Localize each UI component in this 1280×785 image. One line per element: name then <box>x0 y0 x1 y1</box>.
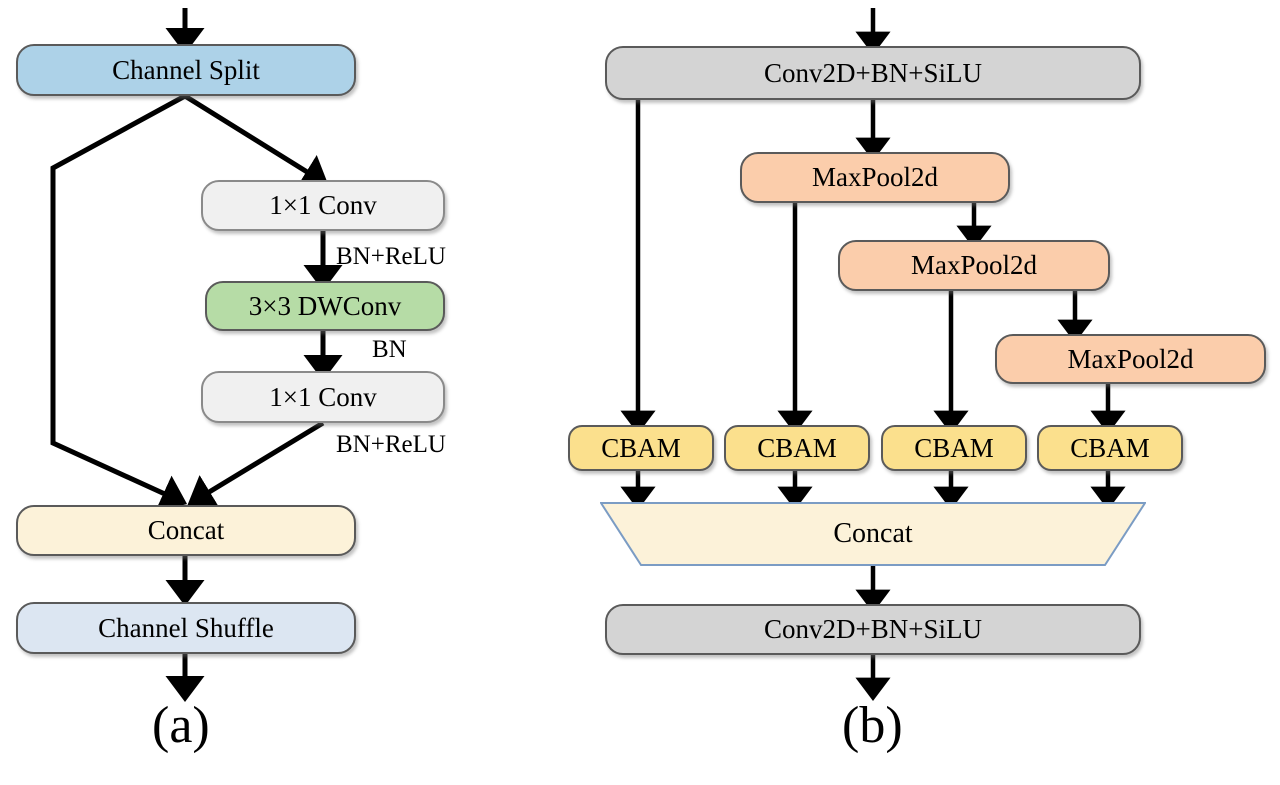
node-concat-a[interactable]: Concat <box>16 505 356 556</box>
node-conv2d-bottom[interactable]: Conv2D+BN+SiLU <box>605 604 1141 655</box>
node-concat-b-label: Concat <box>833 518 913 549</box>
node-conv1x1-bottom[interactable]: 1×1 Conv <box>201 371 445 423</box>
node-cbam-1[interactable]: CBAM <box>568 425 714 471</box>
node-maxpool2d-1-label: MaxPool2d <box>811 162 938 192</box>
node-maxpool2d-2-label: MaxPool2d <box>910 250 1037 280</box>
node-cbam-4[interactable]: CBAM <box>1037 425 1183 471</box>
node-conv1x1-top[interactable]: 1×1 Conv <box>201 180 445 231</box>
node-maxpool2d-1[interactable]: MaxPool2d <box>740 152 1010 203</box>
node-conv2d-bottom-label: Conv2D+BN+SiLU <box>764 614 982 644</box>
node-cbam-3-label: CBAM <box>914 432 994 463</box>
node-dwconv3x3-label: 3×3 DWConv <box>248 290 402 321</box>
node-conv2d-top-label: Conv2D+BN+SiLU <box>764 57 982 88</box>
node-maxpool2d-3-label: MaxPool2d <box>1067 343 1194 374</box>
edge-label-bn-1: BN <box>372 336 407 363</box>
panel-caption-a: (a) <box>152 697 210 754</box>
node-cbam-1-label: CBAM <box>601 432 681 463</box>
node-channel-split-label: Channel Split <box>112 54 260 85</box>
node-channel-shuffle[interactable]: Channel Shuffle <box>16 602 356 654</box>
node-conv1x1-top-label: 1×1 Conv <box>269 190 377 220</box>
edge-label-bn-relu-2: BN+ReLU <box>336 431 446 458</box>
node-cbam-2-label: CBAM <box>757 432 837 463</box>
node-cbam-2[interactable]: CBAM <box>724 425 870 471</box>
panel-caption-b: (b) <box>842 697 903 754</box>
node-maxpool2d-3[interactable]: MaxPool2d <box>995 334 1266 384</box>
node-concat-a-label: Concat <box>147 515 225 545</box>
node-cbam-4-label: CBAM <box>1070 432 1150 463</box>
node-maxpool2d-2[interactable]: MaxPool2d <box>838 240 1110 291</box>
node-cbam-3[interactable]: CBAM <box>881 425 1027 471</box>
node-conv1x1-bottom-label: 1×1 Conv <box>269 381 377 412</box>
node-conv2d-top[interactable]: Conv2D+BN+SiLU <box>605 46 1141 100</box>
panel-a-wires <box>50 8 343 702</box>
node-dwconv3x3[interactable]: 3×3 DWConv <box>205 281 445 331</box>
node-channel-shuffle-label: Channel Shuffle <box>98 612 274 643</box>
node-channel-split[interactable]: Channel Split <box>16 44 356 96</box>
node-concat-b[interactable]: Concat <box>600 502 1146 566</box>
edge-label-bn-relu-1: BN+ReLU <box>336 243 446 270</box>
concat-trapezoid-shape <box>600 502 1146 566</box>
